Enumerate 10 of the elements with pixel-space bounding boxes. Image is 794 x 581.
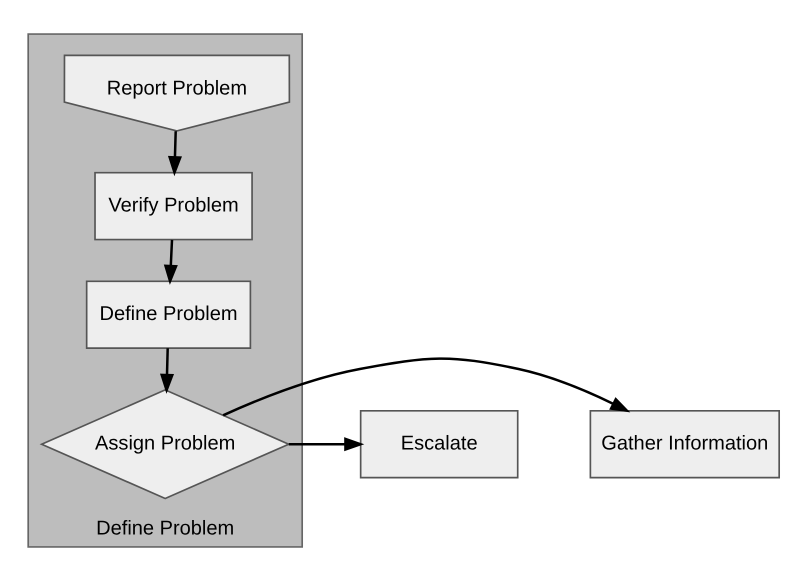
node-box: Verify Problem bbox=[94, 172, 253, 240]
arrow bbox=[164, 240, 178, 285]
arrow bbox=[222, 357, 630, 416]
arrow bbox=[288, 437, 364, 452]
node-box: Define Problem bbox=[86, 280, 252, 349]
node-box: Gather Information bbox=[590, 410, 780, 478]
node-box: Escalate bbox=[360, 410, 519, 478]
node-diamond: Assign Problem bbox=[40, 389, 291, 500]
arrow bbox=[160, 348, 174, 394]
arrow bbox=[168, 131, 182, 176]
